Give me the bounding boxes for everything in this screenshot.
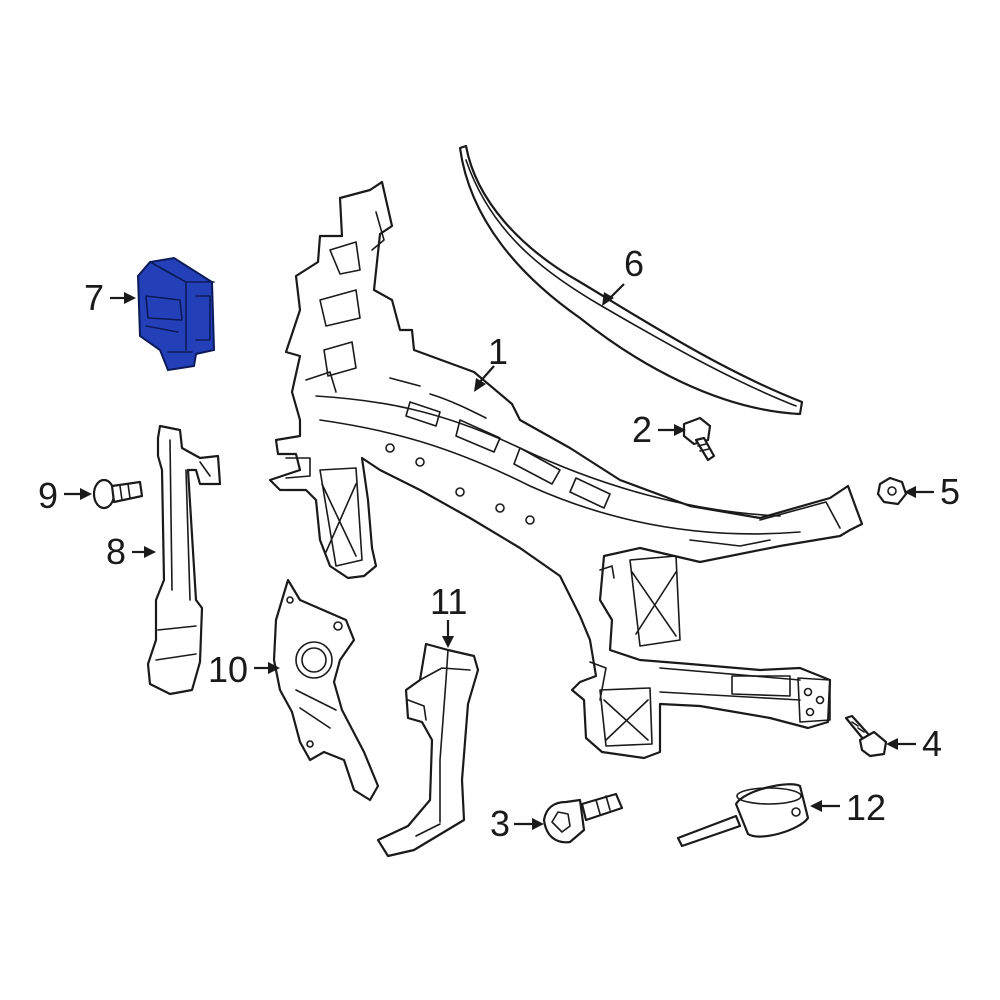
part-11-deflector [376,642,480,858]
callout-12: 12 [810,787,886,828]
callout-label-3: 3 [490,803,510,844]
callout-label-10: 10 [208,649,248,690]
callout-label-11: 11 [430,581,467,622]
callout-1: 1 [474,331,508,392]
callout-label-7: 7 [84,277,104,318]
callout-label-5: 5 [940,471,960,512]
callout-label-4: 4 [922,723,942,764]
callout-label-8: 8 [106,531,126,572]
callout-2: 2 [632,409,686,450]
callout-7: 7 [84,277,136,318]
part-8-side-bracket [146,424,222,696]
part-7-control-module [136,256,216,372]
callout-10: 10 [208,649,280,690]
callout-6: 6 [602,243,644,306]
callout-label-2: 2 [632,409,652,450]
part-1-radiator-support [268,180,864,760]
part-6-seal-strip [458,144,804,416]
part-12-absorber [676,783,810,848]
part-9-clip [92,478,144,510]
part-10-duct-panel [272,578,380,802]
part-5-nut [876,476,908,506]
callout-label-6: 6 [624,243,644,284]
callout-4: 4 [886,723,942,764]
part-3-bolt [542,792,624,844]
callout-9: 9 [38,475,92,516]
callout-11: 11 [430,581,467,648]
callout-5: 5 [904,471,960,512]
callout-label-12: 12 [846,787,886,828]
part-2-bolt [682,416,716,462]
callout-3: 3 [490,803,544,844]
callout-8: 8 [106,531,156,572]
callout-label-1: 1 [488,331,508,372]
part-4-bolt [844,714,888,758]
callout-label-9: 9 [38,475,58,516]
